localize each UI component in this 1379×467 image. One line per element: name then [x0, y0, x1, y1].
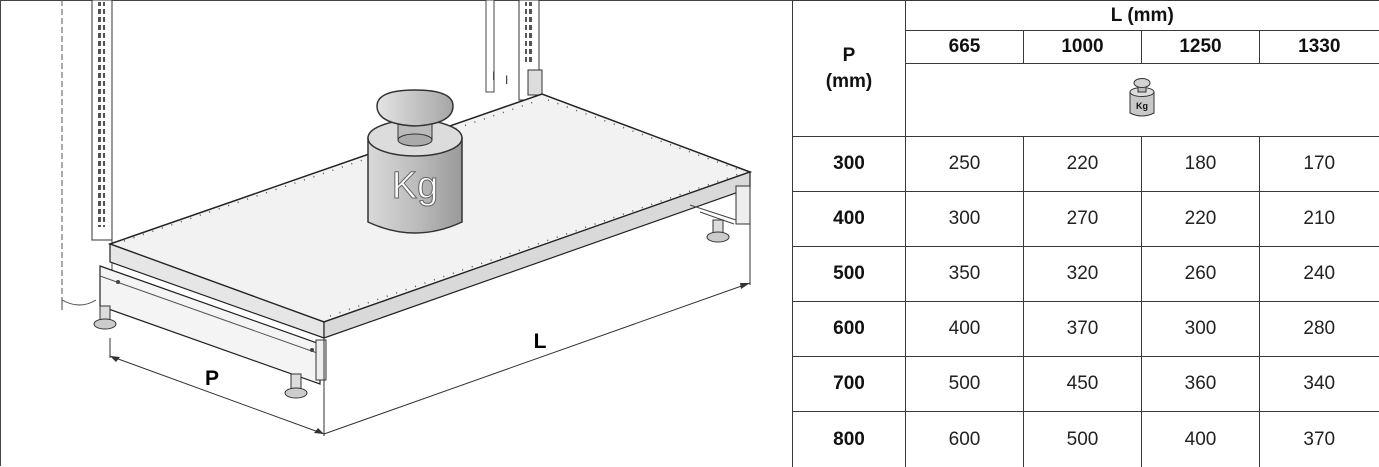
load-value-cell: 180 [1141, 136, 1260, 193]
row-depth-cell: 300 [792, 136, 906, 193]
p-header-line1: P [842, 44, 856, 66]
p-mm-header: P (mm) [792, 0, 906, 138]
load-value-cell: 240 [1258, 246, 1379, 303]
load-value-cell: 210 [1258, 191, 1379, 248]
table-column-row: 665 1000 1250 1330 [793, 30, 1379, 65]
load-value-cell: 300 [1141, 301, 1260, 358]
load-value-cell: 360 [1141, 356, 1260, 413]
dimension-l: L [323, 190, 751, 435]
col-1250: 1250 [1141, 30, 1260, 65]
shelf-feet [93, 219, 730, 399]
length-label: L [534, 330, 547, 353]
kg-icon-label: Kg [1136, 101, 1148, 111]
col-1000: 1000 [1023, 30, 1142, 65]
load-value-cell: 220 [1023, 136, 1142, 193]
row-depth-cell: 800 [792, 411, 906, 467]
load-value-cell: 450 [1023, 356, 1142, 413]
load-value-cell: 600 [905, 411, 1024, 467]
row-depth-cell: 600 [792, 301, 906, 358]
load-value-cell: 350 [905, 246, 1024, 303]
load-value-cell: 220 [1141, 191, 1260, 248]
weight-icon: Kg [367, 89, 463, 234]
load-value-cell: 370 [1023, 301, 1142, 358]
load-value-cell: 320 [1023, 246, 1142, 303]
right-upright: I I [485, 0, 543, 101]
weight-icon-cell: Kg [904, 63, 1379, 137]
p-header-line2: (mm) [825, 70, 873, 92]
load-value-cell: 280 [1258, 301, 1379, 358]
row-depth-cell: 700 [792, 356, 906, 413]
row-depth-cell: 500 [792, 246, 906, 303]
load-value-cell: 300 [905, 191, 1024, 248]
kg-weight-icon: Kg [1129, 78, 1155, 117]
col-665: 665 [905, 30, 1024, 65]
load-value-cell: 250 [905, 136, 1024, 193]
table-header-row: P (mm) L (mm) [792, 0, 1379, 138]
load-value-cell: 400 [905, 301, 1024, 358]
table-icon-row: Kg [793, 63, 1379, 137]
load-value-cell: 170 [1258, 136, 1379, 193]
load-value-cell: 500 [1023, 411, 1142, 467]
load-value-cell: 400 [1141, 411, 1260, 467]
load-value-cell: 260 [1141, 246, 1260, 303]
depth-label: P [205, 367, 219, 390]
load-value-cell: 500 [905, 356, 1024, 413]
col-1330: 1330 [1258, 30, 1379, 65]
l-mm-header: L (mm) [904, 0, 1379, 32]
load-value-cell: 370 [1258, 411, 1379, 467]
shelf-illustration: I I [61, 0, 753, 436]
left-upright [61, 0, 113, 310]
row-depth-cell: 400 [792, 191, 906, 248]
svg-text:I: I [492, 69, 495, 83]
load-value-cell: 270 [1023, 191, 1142, 248]
load-value-cell: 340 [1258, 356, 1379, 413]
dimension-p: P [109, 338, 325, 436]
weight-label: Kg [392, 165, 438, 207]
svg-text:I: I [505, 73, 508, 87]
